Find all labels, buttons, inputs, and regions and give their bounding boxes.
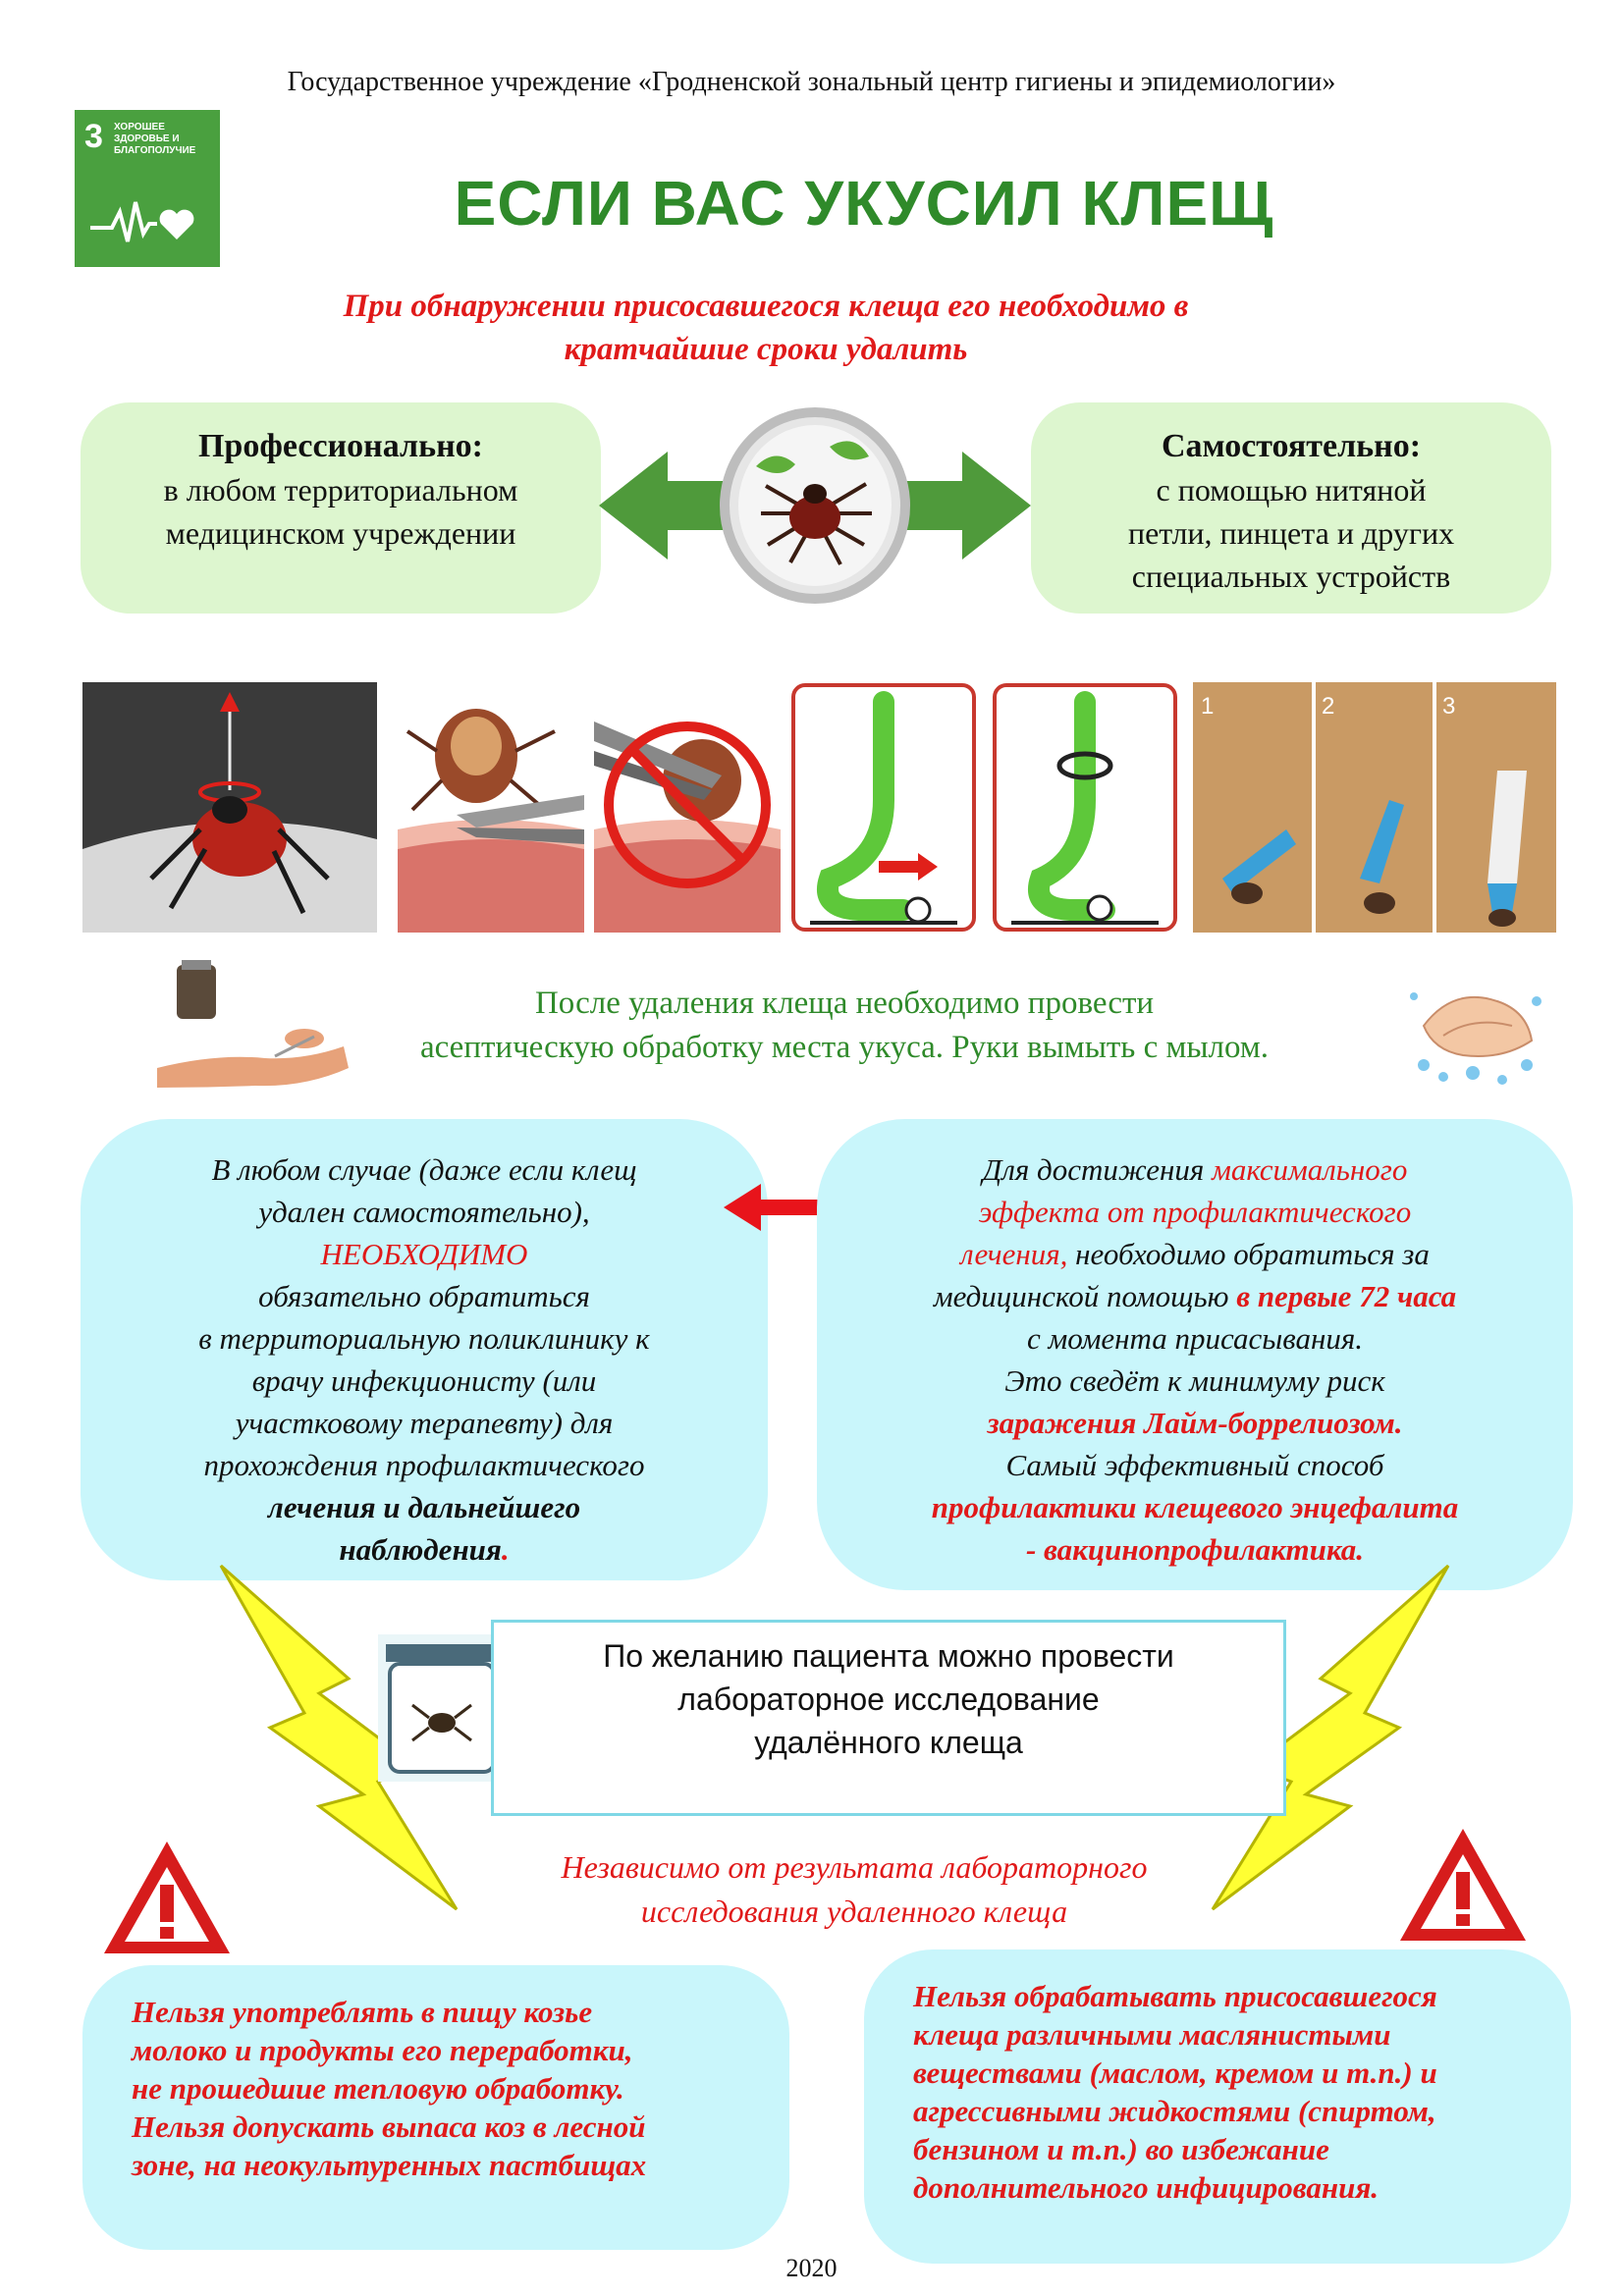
organization-header: Государственное учреждение «Гродненской … [287,67,1336,97]
right-info-emphasis: профилактики клещевого энцефалита [931,1490,1459,1524]
page-title: ЕСЛИ ВАС УКУСИЛ КЛЕЩ [454,168,1274,239]
warning-line: клеща различными маслянистыми [913,2017,1391,2052]
left-info-box: В любом случае (даже если клещ удален са… [81,1119,768,1580]
warning-triangle-left-icon [104,1842,230,1953]
right-info-emphasis: эффекта от профилактического [978,1195,1412,1229]
professional-line: в любом территориальном [163,472,518,507]
right-info-line: Для достижения [982,1152,1213,1187]
sdg-text: ХОРОШЕЕ ЗДОРОВЬЕ И БЛАГОПОЛУЧИЕ [114,122,196,156]
right-info-line: необходимо обратиться за [1067,1237,1430,1271]
arrow-right-icon [879,853,938,881]
photo-tweezers-wrong [594,682,781,933]
right-info-emphasis: лечения, [960,1237,1068,1271]
warning-line: дополнительного инфицирования. [913,2170,1380,2205]
left-info-dot: . [501,1532,510,1567]
left-info-line: врачу инфекционисту (или [251,1363,597,1398]
warning-line: веществами (маслом, кремом и т.п.) и [913,2056,1437,2090]
right-info-line: Это сведёт к минимуму риск [1004,1363,1385,1398]
step-number: 1 [1201,693,1214,720]
right-info-line: Самый эффективный способ [1005,1448,1384,1482]
sdg-logo: 3 ХОРОШЕЕ ЗДОРОВЬЕ И БЛАГОПОЛУЧИЕ [75,110,220,267]
left-info-line: участковому терапевту) для [235,1406,614,1440]
arrow-right-icon [884,452,1031,560]
professional-line: медицинском учреждении [165,515,516,551]
goat-milk-warning-box: Нельзя употреблять в пищу козье молоко и… [82,1965,789,2250]
arrow-left-icon [599,452,746,560]
self-line: с помощью нитяной [1156,472,1427,507]
warning-line: молоко и продукты его переработки, [132,2033,633,2067]
lightning-left-icon [219,1564,459,1911]
warning-line: агрессивными жидкостями (спиртом, [913,2094,1436,2128]
left-info-line: наблюдения [339,1532,502,1567]
right-info-box: Для достижения максимального эффекта от … [817,1119,1573,1590]
lab-note: Независимо от результата лабораторного и… [412,1845,1296,1934]
photo-tweezers-correct [398,682,584,933]
left-info-line: прохождения профилактического [203,1448,645,1482]
right-info-line: медицинской помощью [933,1279,1237,1313]
right-info-line: с момента присасывания. [1026,1321,1364,1356]
left-info-emphasis: НЕОБХОДИМО [320,1237,528,1271]
right-info-emphasis: - вакцинопрофилактика. [1025,1532,1365,1567]
lightning-right-icon [1211,1564,1450,1911]
professional-removal-box: Профессионально: в любом территориальном… [81,402,601,614]
self-removal-box: Самостоятельно: с помощью нитяной петли,… [1031,402,1551,614]
warning-line: Нельзя обрабатывать присосавшегося [913,1979,1437,2013]
sdg-number: 3 [84,118,103,155]
warning-line: Нельзя употреблять в пищу козье [132,1995,593,2029]
warning-triangle-right-icon [1400,1829,1526,1941]
lab-line: лабораторное исследование [677,1682,1100,1717]
photo-hook-step1 [791,683,976,932]
left-info-line: в территориальную поликлинику к [198,1321,650,1356]
step-number: 3 [1442,693,1455,720]
tick-arrows-illustration [599,407,1031,604]
warning-line: бензином и т.п.) во избежание [913,2132,1329,2166]
self-line: специальных устройств [1131,559,1451,594]
lab-note-line: Независимо от результата лабораторного [561,1849,1148,1885]
oil-treatment-warning-box: Нельзя обрабатывать присосавшегося клеща… [864,1949,1571,2264]
after-removal-line: После удаления клеща необходимо провести [534,986,1155,1021]
right-info-emphasis: в первые 72 часа [1236,1279,1457,1313]
left-info-line: обязательно обратиться [258,1279,590,1313]
year: 2020 [785,2254,838,2282]
warning-line: не прошедшие тепловую обработку. [132,2071,624,2106]
after-removal-text: После удаления клеща необходимо провести… [334,982,1355,1070]
prohibited-icon [604,721,771,888]
lab-line: По желанию пациента можно провести [603,1638,1174,1674]
lab-note-line: исследования удаленного клеща [640,1894,1068,1929]
warning-line: Нельзя допускать выпаса коз в лесной [132,2109,646,2144]
step-number: 2 [1322,693,1334,720]
tick-jar-icon [378,1634,506,1782]
self-line: петли, пинцета и других [1127,515,1455,551]
lab-line: удалённого клеща [754,1725,1023,1760]
subtitle: При обнаружении присосавшегося клеща его… [236,285,1296,371]
photo-hook-step2 [993,683,1177,932]
lab-test-box: По желанию пациента можно провести лабор… [491,1620,1286,1816]
warning-line: зоне, на неокультуренных пастбищах [132,2148,647,2182]
professional-heading: Профессионально: [197,428,483,464]
left-info-line: В любом случае (даже если клещ [211,1152,637,1187]
after-removal-line: асептическую обработку места укуса. Руки… [419,1030,1270,1065]
subtitle-line: При обнаружении присосавшегося клеща его… [343,289,1189,324]
heartbeat-heart-icon [90,201,194,242]
self-heading: Самостоятельно: [1161,428,1422,464]
left-info-line: лечения и дальнейшего [267,1490,581,1524]
left-info-line: удален самостоятельно), [258,1195,590,1229]
right-info-emphasis: максимального [1212,1152,1408,1187]
photo-tick-lasso-steps: 1 2 3 [1193,682,1556,933]
hand-washing-icon [1410,992,1542,1085]
rotate-icon [1056,751,1113,780]
treating-bite-illustration [157,960,349,1088]
photo-thread-loop [82,682,377,933]
subtitle-line: кратчайшие сроки удалить [564,332,968,367]
right-info-emphasis: заражения Лайм-боррелиозом. [987,1406,1403,1440]
